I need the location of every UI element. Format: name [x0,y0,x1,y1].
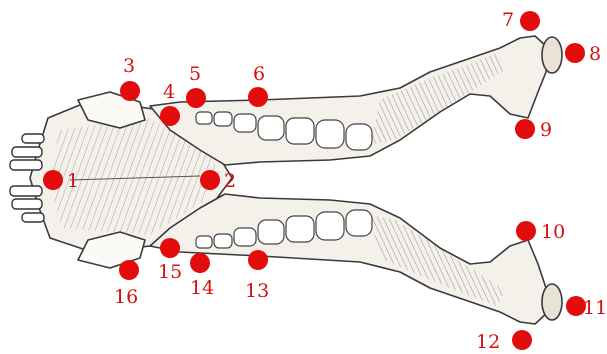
upper-condyle [542,37,562,73]
landmark-12-label: 12 [476,331,500,353]
landmark-9-label: 9 [540,119,552,141]
landmark-6-dot [248,87,268,107]
landmark-7-dot [520,11,540,31]
landmark-8-dot [565,43,585,63]
landmark-5-dot [186,88,206,108]
landmark-5-label: 5 [189,63,201,85]
landmark-4-dot [160,106,180,126]
landmark-6-label: 6 [253,63,265,85]
landmark-10-label: 10 [541,221,565,243]
landmark-15-label: 15 [158,261,182,283]
lower-condyle [542,284,562,320]
landmark-15-dot [160,238,180,258]
landmark-13-label: 13 [245,280,269,302]
mandible-illustration [10,36,562,324]
landmark-14-label: 14 [190,277,214,299]
landmark-4-label: 4 [163,81,175,103]
landmark-11-label: 11 [583,297,607,319]
landmark-3-label: 3 [123,55,135,77]
landmark-1-dot [43,170,63,190]
landmark-2-label: 2 [224,170,236,192]
landmark-1-label: 1 [67,170,79,192]
landmark-16-dot [119,260,139,280]
landmark-9-dot [515,119,535,139]
landmark-12-dot [512,330,532,350]
landmark-14-dot [190,253,210,273]
landmark-8-label: 8 [589,43,601,65]
landmark-16-label: 16 [114,286,138,308]
landmark-3-dot [120,81,140,101]
landmark-13-dot [248,250,268,270]
lower-ramus-shading [370,215,505,306]
upper-ramus-shading [370,52,505,145]
landmark-7-label: 7 [502,9,514,31]
landmark-2-dot [200,170,220,190]
landmark-10-dot [516,221,536,241]
